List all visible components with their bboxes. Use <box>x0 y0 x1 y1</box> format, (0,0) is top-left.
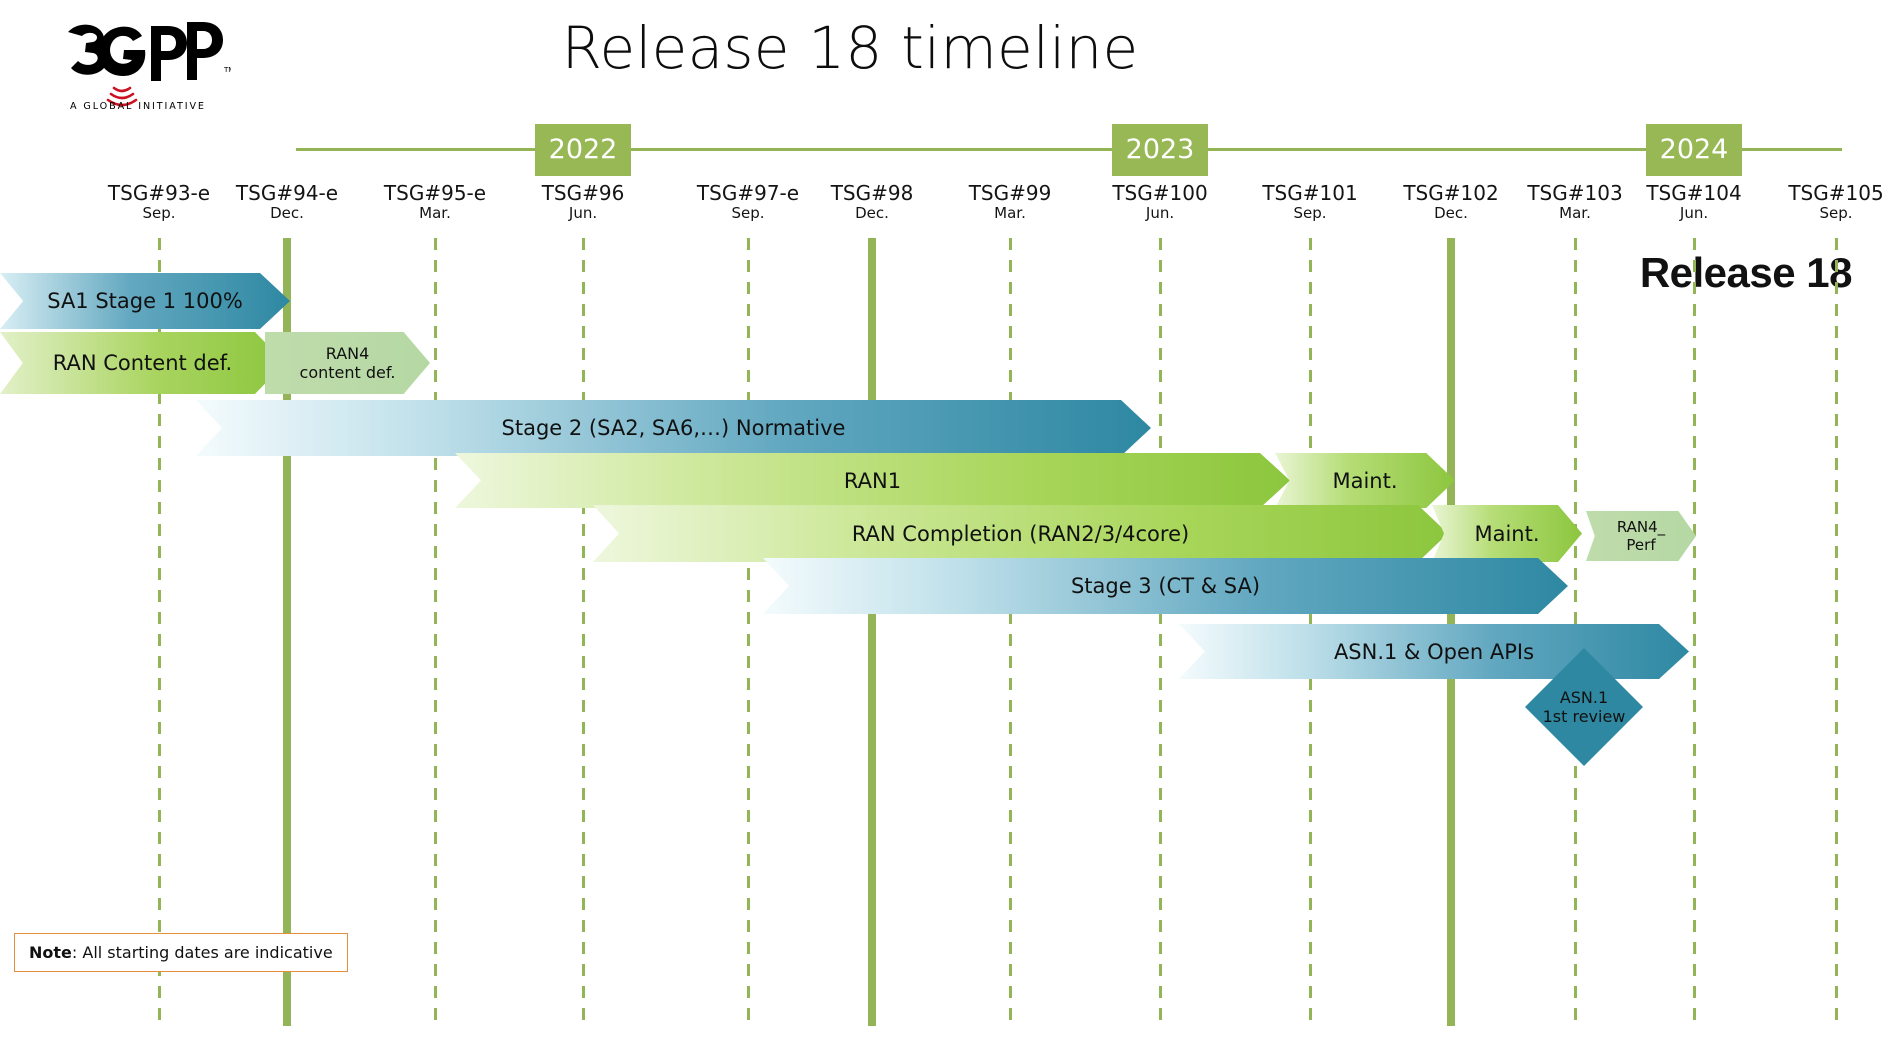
tsg-month: Dec. <box>270 204 304 222</box>
year-axis-line <box>296 148 1842 151</box>
bar-label: Stage 3 (CT & SA) <box>1070 574 1261 598</box>
bar-shape <box>455 453 1290 508</box>
tsg-month: Jun. <box>1145 204 1175 222</box>
gridline-tsg104 <box>1692 238 1696 1026</box>
tsg-name: TSG#99 <box>968 181 1052 205</box>
gridline-tsg94-e <box>283 238 291 1026</box>
bar-label: RAN Content def. <box>52 351 233 375</box>
bar-stage-2-normative: Stage 2 (SA2, SA6,…) Normative <box>196 400 1151 456</box>
release-tag: Release 18 <box>1639 249 1853 296</box>
tsg-name: TSG#104 <box>1646 181 1742 205</box>
gridline-tsg95-e <box>433 238 437 1026</box>
gridline-tsg99 <box>1008 238 1012 1026</box>
bar-shape <box>196 400 1151 456</box>
year-marker-2023: 2023 <box>1112 124 1208 176</box>
tsg-name: TSG#95-e <box>383 181 487 205</box>
note-box: Note: All starting dates are indicative <box>14 933 348 972</box>
tsg-name: TSG#93-e <box>107 181 211 205</box>
bar-shape <box>0 332 285 394</box>
bar-label: RAN4_Perf <box>1616 518 1666 554</box>
tsg-name: TSG#98 <box>830 181 914 205</box>
tsg-month: Mar. <box>1559 204 1591 222</box>
gridline-tsg96 <box>581 238 585 1026</box>
tsg-month: Sep. <box>1293 204 1327 222</box>
gridline-tsg105 <box>1834 238 1838 1026</box>
bar-ran4-perf: RAN4_Perf <box>1586 511 1696 561</box>
tsg-month: Sep. <box>1819 204 1853 222</box>
milestone-label-line2: 1st review <box>1542 707 1626 726</box>
bar-label: RAN1 <box>843 468 902 493</box>
tsg-month: Jun. <box>1679 204 1709 222</box>
bar-ran-content-def: RAN Content def. <box>0 332 285 394</box>
tsg-name: TSG#97-e <box>696 181 800 205</box>
logo-tm-mark: TM <box>223 66 231 74</box>
bar-ran-completion: RAN Completion (RAN2/3/4core) <box>593 505 1448 562</box>
tsg-month: Mar. <box>419 204 451 222</box>
bar-ran-completion-maint: Maint. <box>1432 505 1582 562</box>
bar-shape <box>0 273 290 329</box>
bar-label: ASN.1 & Open APIs <box>1333 639 1535 664</box>
gridline-tsg97-e <box>746 238 750 1026</box>
note-strong: Note <box>29 943 72 962</box>
bar-shape <box>1179 624 1689 679</box>
bar-shape <box>265 332 430 394</box>
bar-shape <box>593 505 1448 562</box>
bar-ran1-maint: Maint. <box>1275 453 1455 508</box>
tsg-month: Jun. <box>568 204 598 222</box>
bar-shape <box>1275 453 1455 508</box>
tsg-month: Dec. <box>1434 204 1468 222</box>
gridline-tsg98 <box>868 238 876 1026</box>
tsg-name: TSG#94-e <box>235 181 339 205</box>
tsg-name: TSG#100 <box>1112 181 1208 205</box>
bar-asn1-open-apis: ASN.1 & Open APIs <box>1179 624 1689 679</box>
tsg-month: Dec. <box>855 204 889 222</box>
note-text: : All starting dates are indicative <box>71 943 333 962</box>
gridline-tsg100 <box>1158 238 1162 1026</box>
gridline-tsg93-e <box>157 238 161 1026</box>
page-title: Release 18 timeline <box>561 14 1139 82</box>
tsg-name: TSG#105 <box>1788 181 1884 205</box>
tsg-month: Mar. <box>994 204 1026 222</box>
tsg-month: Sep. <box>731 204 765 222</box>
bar-shape <box>763 558 1568 614</box>
bar-shape <box>1586 511 1696 561</box>
tsg-name: TSG#101 <box>1262 181 1358 205</box>
bar-label: Maint. <box>1474 521 1540 546</box>
bar-stage-3: Stage 3 (CT & SA) <box>763 558 1568 614</box>
tsg-name: TSG#102 <box>1403 181 1499 205</box>
tsg-name: TSG#103 <box>1527 181 1623 205</box>
tsg-name: TSG#96 <box>541 181 625 205</box>
year-marker-2022: 2022 <box>535 124 631 176</box>
bar-shape <box>1432 505 1582 562</box>
logo-tagline: A GLOBAL INITIATIVE <box>70 101 206 112</box>
bar-sa1-stage-1: SA1 Stage 1 100% <box>0 273 290 329</box>
bar-label: SA1 Stage 1 100% <box>47 289 243 313</box>
3gpp-logo: TM A GLOBAL INITIATIVE <box>56 14 231 114</box>
bar-label: Stage 2 (SA2, SA6,…) Normative <box>501 416 846 440</box>
milestone-label-line1: ASN.1 <box>1559 688 1609 707</box>
bar-label: Maint. <box>1332 468 1398 493</box>
diamond-shape <box>1525 648 1643 766</box>
bar-ran1: RAN1 <box>455 453 1290 508</box>
bar-label: RAN Completion (RAN2/3/4core) <box>851 521 1190 546</box>
year-marker-2024: 2024 <box>1646 124 1742 176</box>
tsg-month: Sep. <box>142 204 176 222</box>
